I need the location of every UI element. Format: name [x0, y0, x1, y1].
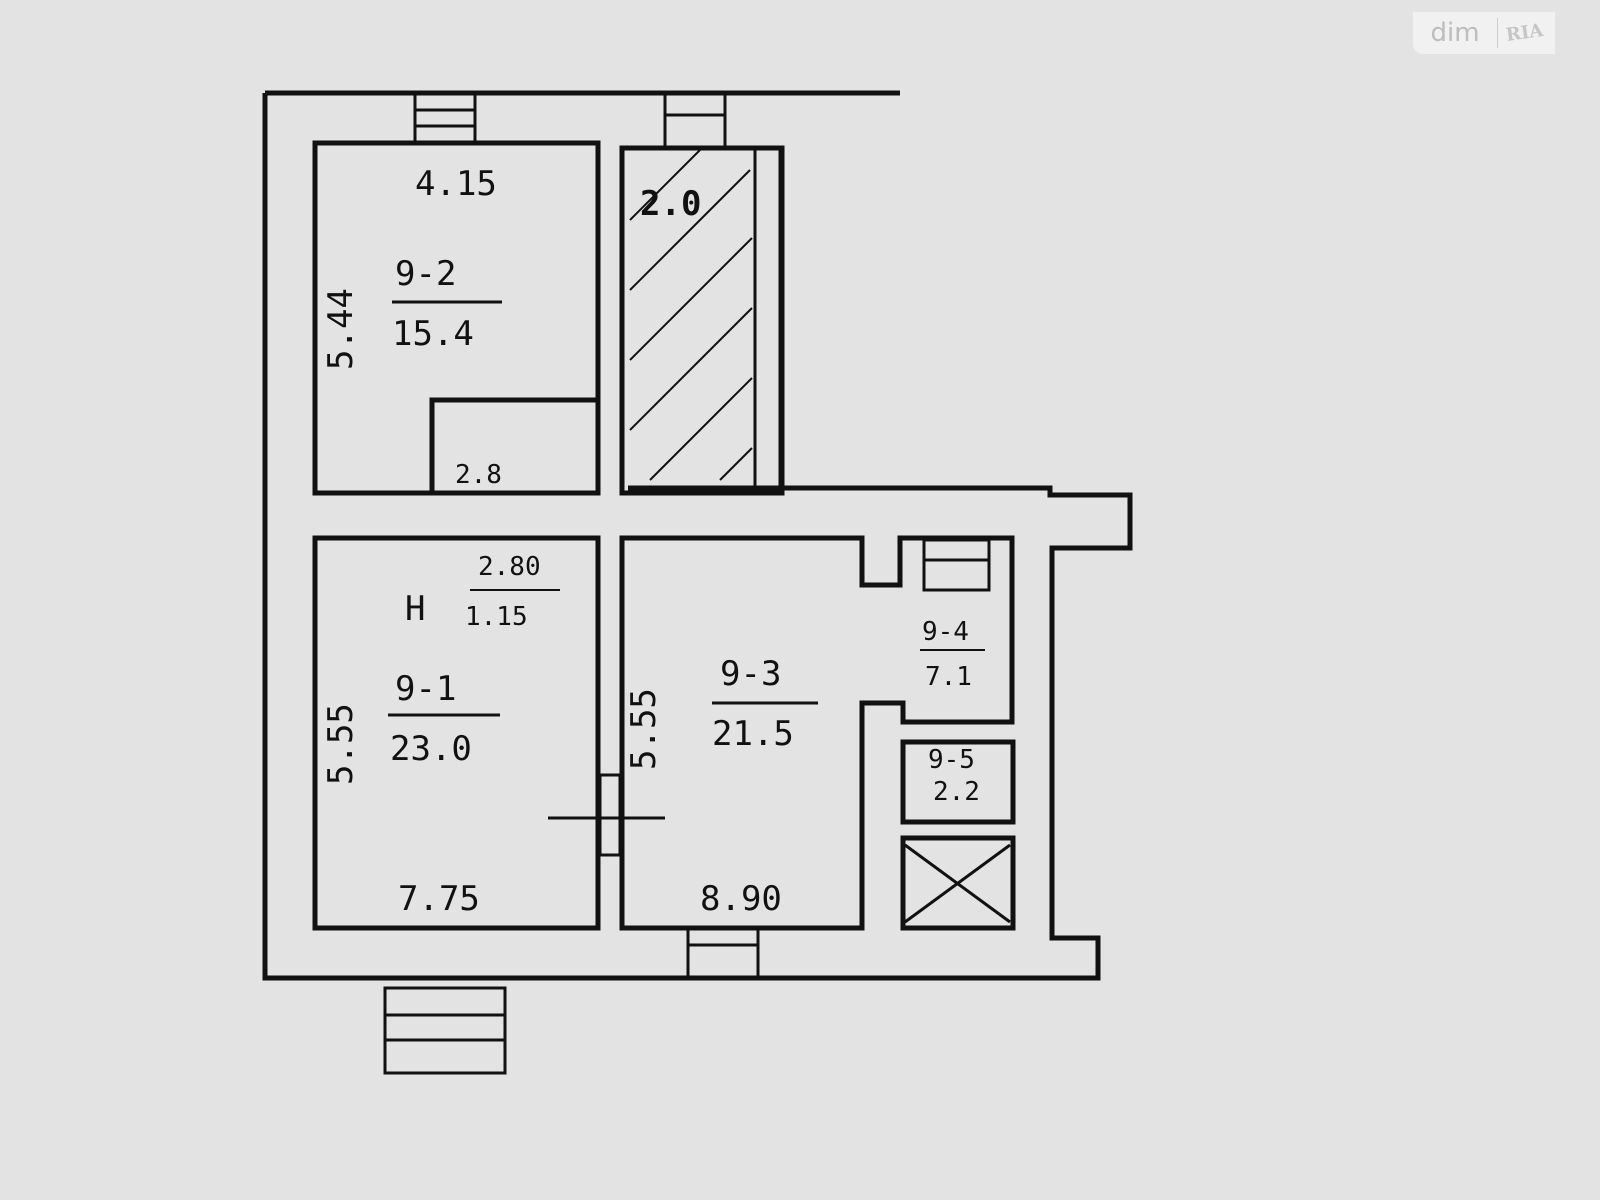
room-9-3-width: 8.90: [700, 879, 782, 919]
room-9-1-area: 23.0: [390, 729, 472, 769]
outer-wall: [262, 90, 1133, 981]
room-9-1-length: 5.55: [321, 703, 361, 785]
room-9-2-area: 15.4: [392, 314, 474, 354]
room-9-3-id: 9-3: [720, 654, 781, 694]
height-value: 2.80: [478, 552, 541, 582]
room-9-3-length: 5.55: [624, 688, 664, 770]
room-9-5-wall: [900, 739, 1016, 825]
corridor-hatch: [629, 149, 753, 481]
room-9-2-length: 5.44: [321, 288, 361, 370]
corridor-area: 2.0: [640, 184, 701, 224]
room-9-2-id: 9-2: [395, 254, 456, 294]
room-9-3-wall: [619, 535, 1015, 931]
room-stove-wall: [900, 835, 1016, 931]
room-9-2-width: 4.15: [415, 164, 497, 204]
room-9-3-area: 21.5: [712, 714, 794, 754]
watermark-logo: dim RIA: [1413, 12, 1555, 54]
room-9-6-area: 2.8: [455, 460, 502, 490]
windows: [383, 91, 1011, 1075]
room-9-1-width: 7.75: [398, 879, 480, 919]
room-9-6-wall: [429, 397, 601, 496]
watermark-ria: RIA: [1504, 19, 1545, 46]
height-symbol: H: [405, 589, 425, 629]
room-9-1-id: 9-1: [395, 669, 456, 709]
room-9-1-wall: [312, 535, 601, 931]
room-9-4-id: 9-4: [922, 617, 969, 647]
room-9-5-area: 2.2: [933, 777, 980, 807]
room-9-5-id: 9-5: [928, 745, 975, 775]
height-level: 1.15: [465, 602, 528, 632]
room-9-4-area: 7.1: [925, 662, 972, 692]
watermark-dim: dim: [1413, 18, 1498, 48]
